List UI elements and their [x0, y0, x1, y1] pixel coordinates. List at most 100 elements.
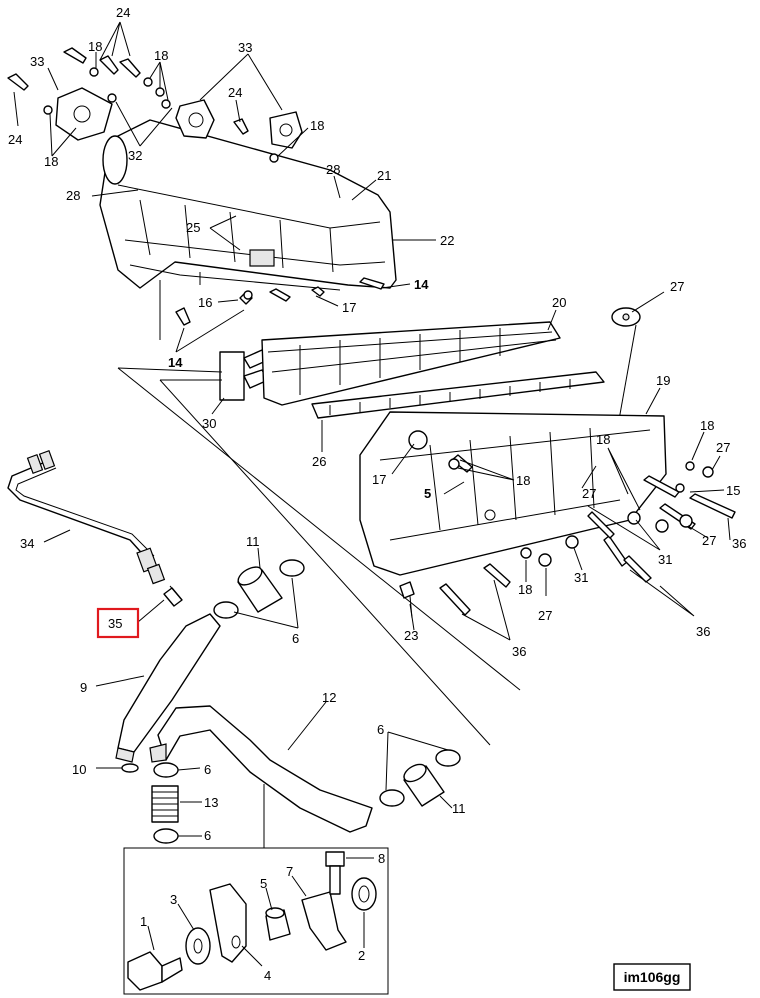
- tube-34: [7, 450, 166, 585]
- callout-22: 22: [440, 233, 454, 248]
- callout-18: 18: [310, 118, 324, 133]
- rocker-cover: [99, 119, 397, 340]
- callout-30: 30: [202, 416, 216, 431]
- leader-lines: [13, 21, 731, 967]
- callout-11: 11: [246, 534, 260, 549]
- clamp-6-b: [153, 828, 179, 844]
- rocker-housing-20: [261, 321, 561, 406]
- callout-14: 14: [168, 355, 183, 370]
- callout-15: 15: [726, 483, 740, 498]
- leader-line-long-2: [159, 379, 491, 746]
- callout-26: 26: [312, 454, 326, 469]
- hose-13: [151, 785, 179, 823]
- callout-4: 4: [264, 968, 271, 983]
- gasket-33-left: [55, 87, 113, 141]
- gasket-33-right: [269, 111, 303, 149]
- studs-36: [439, 454, 736, 616]
- capscrew-23: [399, 581, 415, 599]
- inset-fitting-8: [325, 851, 345, 895]
- callout-24: 24: [228, 85, 242, 100]
- clamps-6-top: [213, 559, 305, 619]
- callout-23: 23: [404, 628, 418, 643]
- washers-18: [43, 67, 279, 300]
- callout-6: 6: [204, 828, 211, 843]
- callout-17: 17: [372, 472, 386, 487]
- callout-14: 14: [414, 277, 429, 292]
- inset-capscrew-1: [127, 951, 183, 991]
- callout-21: 21: [377, 168, 391, 183]
- callout-36: 36: [512, 644, 526, 659]
- callout-34: 34: [20, 536, 34, 551]
- hose-12: [149, 705, 373, 833]
- inset-ring-2: [351, 877, 377, 911]
- callout-10: 10: [72, 762, 86, 777]
- callout-6: 6: [377, 722, 384, 737]
- callout-28: 28: [326, 162, 340, 177]
- callout-18: 18: [88, 39, 102, 54]
- callout-18: 18: [154, 48, 168, 63]
- breather-assembly: [219, 349, 269, 401]
- gasket-33-center: [175, 99, 215, 139]
- callout-16: 16: [198, 295, 212, 310]
- callout-17: 17: [342, 300, 356, 315]
- callout-27: 27: [670, 279, 684, 294]
- callout-11: 11: [452, 801, 466, 816]
- callout-27: 27: [716, 440, 730, 455]
- hose-9: [115, 613, 221, 763]
- callout-5: 5: [424, 486, 431, 501]
- callout-18: 18: [518, 582, 532, 597]
- o-ring-10: [121, 763, 139, 773]
- callout-6: 6: [292, 631, 299, 646]
- highlight-box-35: [96, 607, 140, 639]
- callout-18: 18: [700, 418, 714, 433]
- gasket-26: [311, 371, 605, 419]
- callout-9: 9: [80, 680, 87, 695]
- callout-27: 27: [538, 608, 552, 623]
- callout-35: 35: [108, 616, 122, 631]
- callout-labels: 24 18 18 33 33 24 24 18 18 32 28 28 21 2…: [8, 5, 746, 983]
- callout-19: 19: [656, 373, 670, 388]
- callout-20: 20: [552, 295, 566, 310]
- callout-27: 27: [582, 486, 596, 501]
- callout-5: 5: [260, 876, 267, 891]
- callout-24: 24: [8, 132, 22, 147]
- inset-washer-3: [185, 927, 211, 965]
- gasket-19: [359, 411, 667, 576]
- callout-12: 12: [322, 690, 336, 705]
- callout-36: 36: [696, 624, 710, 639]
- nuts-27-31: [448, 458, 714, 567]
- hose-11-bottom: [403, 763, 445, 807]
- callout-36: 36: [732, 536, 746, 551]
- callout-28: 28: [66, 188, 80, 203]
- callout-27: 27: [702, 533, 716, 548]
- leader-line-long-1: [117, 367, 521, 691]
- callout-2: 2: [358, 948, 365, 963]
- hose-11-top: [237, 566, 283, 613]
- clamp-6-a: [153, 762, 179, 778]
- callout-33: 33: [238, 40, 252, 55]
- clamps-6-bottom: [379, 749, 461, 807]
- callout-1: 1: [140, 914, 147, 929]
- reference-code-box: [613, 963, 691, 991]
- callout-3: 3: [170, 892, 177, 907]
- callout-31: 31: [574, 570, 588, 585]
- inset-clamp-4: [209, 883, 247, 963]
- cap-screws-24: [7, 47, 385, 326]
- callout-18: 18: [516, 473, 530, 488]
- callout-33: 33: [30, 54, 44, 69]
- callout-24: 24: [116, 5, 130, 20]
- callout-18: 18: [596, 432, 610, 447]
- detail-inset-box: [123, 847, 389, 995]
- callout-7: 7: [286, 864, 293, 879]
- inset-spacer-5: [265, 907, 291, 941]
- callout-32: 32: [128, 148, 142, 163]
- reference-code: im106gg: [624, 969, 681, 985]
- callout-8: 8: [378, 851, 385, 866]
- inset-bracket-7: [301, 891, 347, 951]
- callout-31: 31: [658, 552, 672, 567]
- callout-13: 13: [204, 795, 218, 810]
- callout-18: 18: [44, 154, 58, 169]
- callout-25: 25: [186, 220, 200, 235]
- callout-6: 6: [204, 762, 211, 777]
